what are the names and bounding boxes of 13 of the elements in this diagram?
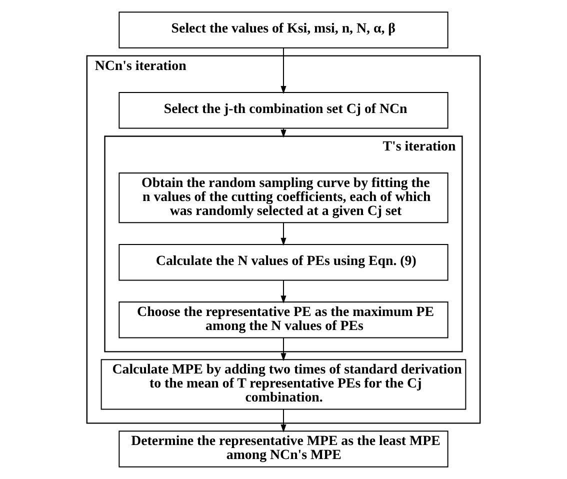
- arrow: [280, 338, 286, 362]
- arrow: [280, 408, 286, 432]
- node-box: Determine the representative MPE as the least MPE among NCn's MPE: [118, 430, 448, 468]
- node-box: Select the j-th combination set Cj of NCn: [118, 92, 448, 129]
- node-box: Calculate MPE by adding two times of standard derivation to the mean of T representative PEs for the Cj combination.: [100, 359, 466, 410]
- arrow: [280, 222, 286, 246]
- arrow: [280, 48, 286, 94]
- arrow: [280, 280, 286, 304]
- arrow: [280, 128, 286, 138]
- node-box: Choose the representative PE as the maximum PE among the N values of PEs: [118, 302, 448, 338]
- node-box: Calculate the N values of PEs using Eqn. (9): [118, 244, 448, 281]
- node-box: Obtain the random sampling curve by fitting the n values of the cutting coefficients, each of which was randomly selected at a given Cj set: [118, 172, 448, 224]
- node-box: Select the values of Ksi, msi, n, N, α, β: [118, 12, 448, 48]
